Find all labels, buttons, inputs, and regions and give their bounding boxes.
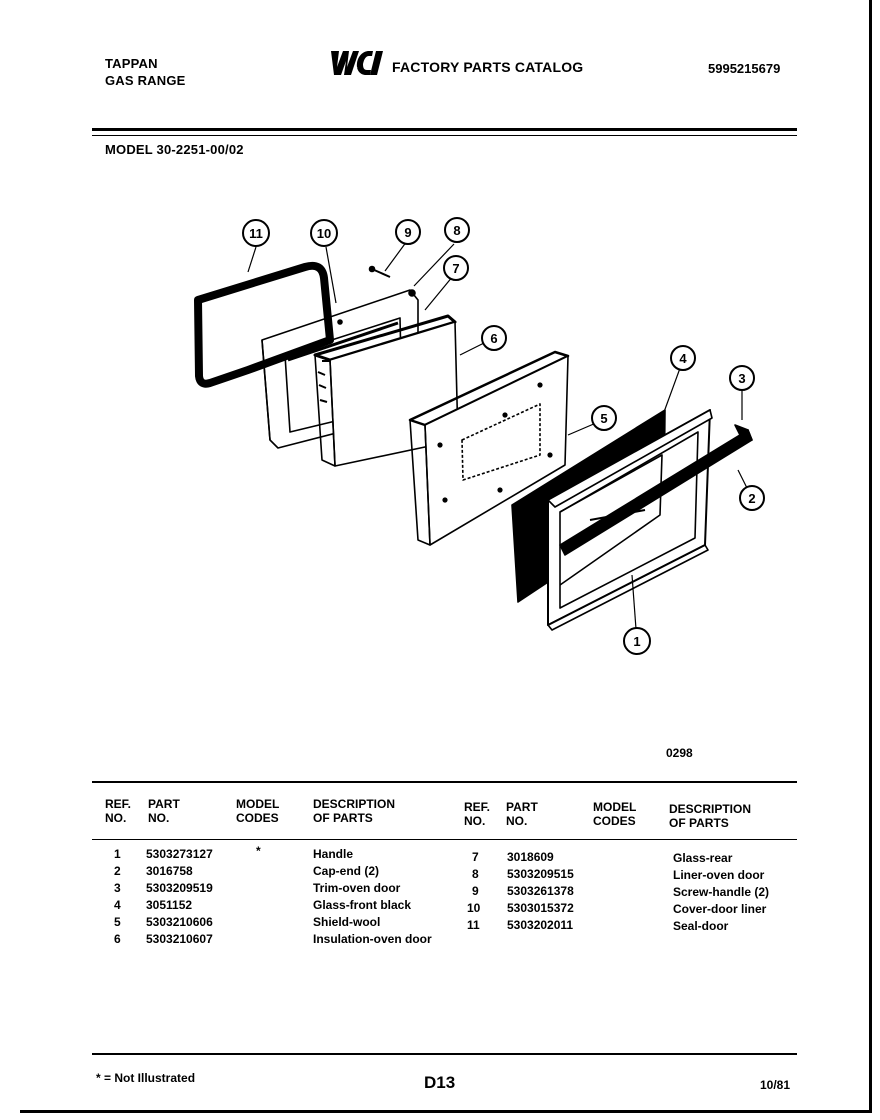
part-handle (559, 424, 753, 556)
header-rule-thin (92, 135, 797, 136)
product-type: GAS RANGE (105, 73, 186, 88)
callout-5: 5 (600, 411, 607, 426)
header-rule-thick (92, 128, 797, 131)
callout-3: 3 (738, 371, 745, 386)
callout-2: 2 (748, 491, 755, 506)
table-bottom-rule (92, 1053, 797, 1055)
table-row-part: 3018609 (507, 850, 554, 864)
callout-7: 7 (452, 261, 459, 276)
catalog-number: 5995215679 (708, 61, 781, 76)
callout-1: 1 (633, 634, 640, 649)
table-row-part: 5303210606 (146, 915, 213, 929)
table-row-code: * (256, 844, 261, 858)
table-top-rule (92, 781, 797, 783)
right-desc-column: Glass-rear Liner-oven door Screw-handle … (673, 850, 769, 935)
page-border-right (869, 0, 872, 1112)
table-row-part: 5303210607 (146, 932, 213, 946)
table-row-desc: Shield-wool (313, 915, 381, 929)
table-row-ref: 4 (114, 898, 121, 912)
header-ref-right: REF.NO. (464, 800, 491, 828)
callout-8: 8 (453, 223, 460, 238)
table-row-part: 3051152 (146, 898, 193, 912)
left-part-column: 5303273127 3016758 5303209519 3051152 53… (146, 846, 213, 948)
table-row-desc: Seal-door (673, 919, 729, 933)
page-border-bottom (20, 1110, 872, 1113)
table-row-desc: Trim-oven door (313, 881, 401, 895)
table-row-ref: 7 (472, 850, 479, 864)
right-ref-column: 7 8 9 10 11 (467, 849, 480, 934)
table-row-desc: Handle (313, 847, 354, 861)
table-row-part: 3016758 (146, 864, 193, 878)
table-row-desc: Cap-end (2) (313, 864, 379, 878)
table-row-ref: 6 (114, 932, 121, 946)
table-row-desc: Insulation-oven door (313, 932, 432, 946)
brand-name: TAPPAN (105, 56, 158, 71)
table-row-desc: Glass-rear (673, 851, 733, 865)
drawing-code: 0298 (666, 746, 693, 760)
table-row-ref: 5 (114, 915, 121, 929)
table-row-ref: 10 (467, 901, 481, 915)
table-row-part: 5303209515 (507, 867, 574, 881)
callout-4: 4 (679, 351, 687, 366)
table-header-rule (92, 839, 797, 840)
table-row-desc: Screw-handle (2) (673, 885, 770, 899)
model-number: MODEL 30-2251-00/02 (105, 142, 244, 157)
part-screw-handle (368, 265, 391, 278)
right-part-column: 3018609 5303209515 5303261378 5303015372… (507, 849, 574, 934)
table-row-part: 5303202011 (507, 918, 574, 932)
callout-6: 6 (490, 331, 497, 346)
table-row-desc: Liner-oven door (673, 868, 765, 882)
table-row-ref: 1 (114, 847, 121, 861)
part-seal-door (194, 261, 334, 388)
table-row-ref: 11 (467, 918, 480, 932)
revision-date: 10/81 (760, 1078, 791, 1092)
callout-11: 11 (249, 226, 263, 241)
table-row-part: 5303261378 (507, 884, 574, 898)
callout-9: 9 (404, 225, 411, 240)
part-trim-oven-door (547, 409, 713, 631)
table-row-ref: 2 (114, 864, 121, 878)
table-row-ref: 9 (472, 884, 479, 898)
table-row-part: 5303015372 (507, 901, 574, 915)
page-number: D13 (424, 1073, 456, 1092)
logo-text: WCI (356, 67, 359, 69)
callout-10: 10 (317, 226, 331, 241)
footnote-not-illustrated: * = Not Illustrated (96, 1071, 196, 1085)
table-row-ref: 8 (472, 867, 479, 881)
part-insulation-panel (408, 350, 570, 546)
catalog-title: FACTORY PARTS CATALOG (392, 59, 584, 75)
left-code-column: * (256, 843, 261, 860)
table-row-part: 5303209519 (146, 881, 213, 895)
left-desc-column: Handle Cap-end (2) Trim-oven door Glass-… (313, 846, 432, 948)
table-row-desc: Glass-front black (313, 898, 412, 912)
table-row-ref: 3 (114, 881, 121, 895)
left-ref-column: 1 2 3 4 5 6 (114, 846, 121, 948)
table-row-desc: Cover-door liner (673, 902, 767, 916)
table-row-part: 5303273127 (146, 847, 213, 861)
header-ref-left: REF.NO. (105, 797, 132, 825)
wci-logo: WCI (331, 51, 383, 75)
